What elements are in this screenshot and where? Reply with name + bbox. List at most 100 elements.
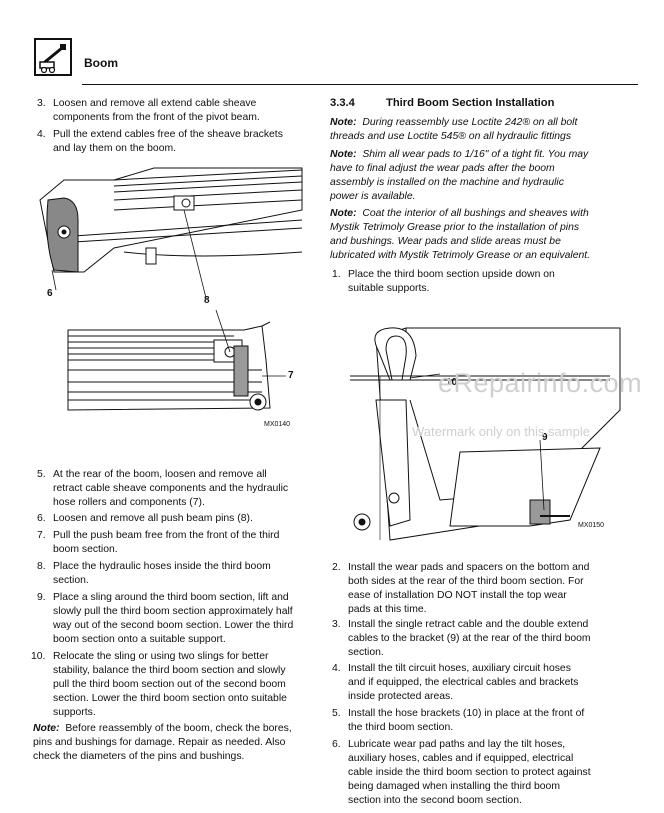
- step-number: 4.: [37, 129, 46, 140]
- note-label: Note:: [330, 149, 357, 160]
- note-line: lubricated with Mystik Tetrimoly Grease …: [330, 250, 591, 261]
- step-line: components from the front of the pivot b…: [53, 112, 260, 123]
- step-line: boom section.: [53, 544, 118, 555]
- step-number: 7.: [37, 530, 46, 541]
- note-line: pins and bushings for damage. Repair as …: [33, 737, 286, 748]
- callout-7: 7: [288, 370, 294, 381]
- note-line: Mystik Tetrimoly Grease prior to the ins…: [330, 222, 580, 233]
- step-number: 8.: [37, 561, 46, 572]
- callout-10: 10: [446, 377, 458, 388]
- right-step-1: 1. Place the third boom section upside d…: [332, 268, 632, 294]
- note-line: assembly is installed on the machine and…: [330, 177, 564, 188]
- step-number: 9.: [37, 592, 46, 603]
- third-boom-figure: [330, 320, 650, 555]
- step-line: Place a sling around the third boom sect…: [53, 592, 289, 603]
- step-line: hose rollers and components (7).: [53, 497, 205, 508]
- step-line: Place the hydraulic hoses inside the thi…: [53, 561, 271, 572]
- section-title: Third Boom Section Installation: [386, 97, 555, 109]
- step-line: Install the wear pads and spacers on the…: [348, 562, 590, 573]
- right-step-6: 6. Lubricate wear pad paths and lay the …: [332, 738, 632, 806]
- left-step-6: 6. Loosen and remove all push beam pins …: [37, 512, 327, 526]
- boom-rear-figure: [34, 160, 334, 445]
- step-line: Place the third boom section upside down…: [348, 269, 555, 280]
- right-note-3: Note: Coat the interior of all bushings …: [330, 207, 630, 263]
- right-note-2: Note: Shim all wear pads to 1/16" of a t…: [330, 148, 630, 204]
- watermark-main: eRepairinfo.com: [438, 368, 643, 398]
- step-number: 5.: [37, 469, 46, 480]
- step-line: suitable supports.: [348, 283, 430, 294]
- step-line: Install the single retract cable and the…: [348, 619, 589, 630]
- step-line: Relocate the sling or using two slings f…: [53, 651, 269, 662]
- step-number: 6.: [332, 739, 341, 750]
- right-step-5: 5. Install the hose brackets (10) in pla…: [332, 707, 632, 733]
- note-line: check the diameters of the pins and bush…: [33, 751, 245, 762]
- step-line: Install the tilt circuit hoses, auxiliar…: [348, 663, 571, 674]
- page-title: Boom: [84, 56, 118, 70]
- left-step-10: 10. Relocate the sling or using two slin…: [31, 650, 327, 718]
- left-note: Note: Before reassembly of the boom, che…: [33, 722, 333, 764]
- step-line: Lubricate wear pad paths and lay the til…: [348, 739, 566, 750]
- step-number: 5.: [332, 708, 341, 719]
- note-line: Shim all wear pads to 1/16" of a tight f…: [362, 149, 589, 160]
- step-line: section.: [53, 575, 89, 586]
- figure-code: MX0140: [264, 421, 291, 428]
- step-line: At the rear of the boom, loosen and remo…: [53, 469, 267, 480]
- step-line: section into the second boom section.: [348, 795, 522, 806]
- step-line: slowly pull the third boom section appro…: [53, 606, 293, 617]
- step-line: being damaged when installing the third …: [348, 781, 560, 792]
- callout-8: 8: [204, 295, 210, 306]
- step-line: stability, balance the third boom sectio…: [53, 665, 286, 676]
- step-line: retract cable sheave components and the …: [53, 483, 289, 494]
- step-number: 1.: [332, 269, 341, 280]
- step-line: cable inside the third boom section to p…: [348, 767, 591, 778]
- right-step-4: 4. Install the tilt circuit hoses, auxil…: [332, 662, 632, 702]
- note-line: power is available.: [330, 191, 416, 202]
- step-line: Loosen and remove all push beam pins (8)…: [53, 513, 253, 524]
- step-line: pull the third boom section out of the s…: [53, 679, 286, 690]
- step-number: 3.: [37, 98, 46, 109]
- step-line: cables to the bracket (9) at the rear of…: [348, 633, 591, 644]
- right-step-2: 2. Install the wear pads and spacers on …: [332, 561, 632, 615]
- boom-lift-icon: [34, 38, 72, 76]
- header-rule: [82, 84, 638, 85]
- step-line: the third boom section.: [348, 722, 454, 733]
- note-line: During reassembly use Loctite 242® on al…: [362, 117, 578, 128]
- callout-9: 9: [542, 432, 548, 443]
- step-line: section.: [348, 647, 384, 658]
- note-line: and bushings. Wear pads and slide areas …: [330, 236, 561, 247]
- watermark-sub: Watermark only on this sample: [412, 424, 590, 439]
- step-number: 4.: [332, 663, 341, 674]
- step-line: Pull the extend cables free of the sheav…: [53, 129, 283, 140]
- right-step-3: 3. Install the single retract cable and …: [332, 618, 632, 658]
- left-step-5: 5. At the rear of the boom, loosen and r…: [37, 468, 327, 508]
- step-line: Install the hose brackets (10) in place …: [348, 708, 585, 719]
- left-step-9: 9. Place a sling around the third boom s…: [37, 591, 327, 645]
- left-step-3: 3. Loosen and remove all extend cable sh…: [37, 97, 327, 123]
- figure-code: MX0150: [578, 522, 605, 529]
- note-label: Note:: [330, 117, 357, 128]
- step-line: ease of installation DO NOT install the …: [348, 590, 567, 601]
- section-number: 3.3.4: [330, 97, 355, 109]
- left-step-8: 8. Place the hydraulic hoses inside the …: [37, 560, 327, 586]
- note-line: have to final adjust the wear pads after…: [330, 163, 555, 174]
- step-line: inside protected areas.: [348, 691, 454, 702]
- left-step-7: 7. Pull the push beam free from the fron…: [37, 529, 327, 555]
- step-line: supports.: [53, 707, 96, 718]
- step-line: both sides at the rear of the third boom…: [348, 576, 584, 587]
- step-number: 6.: [37, 513, 46, 524]
- note-label: Note:: [330, 208, 357, 219]
- note-line: Before reassembly of the boom, check the…: [65, 723, 292, 734]
- step-line: auxiliary hoses, cables and if equipped,…: [348, 753, 574, 764]
- step-number: 3.: [332, 619, 341, 630]
- step-line: Pull the push beam free from the front o…: [53, 530, 280, 541]
- callout-6: 6: [47, 288, 53, 299]
- step-line: way out of the second boom section. Lowe…: [53, 620, 294, 631]
- step-number: 10.: [31, 651, 46, 662]
- note-label: Note:: [33, 723, 60, 734]
- left-step-4: 4. Pull the extend cables free of the sh…: [37, 128, 327, 154]
- step-line: and lay them on the boom.: [53, 143, 177, 154]
- right-note-1: Note: During reassembly use Loctite 242®…: [330, 116, 630, 144]
- step-line: boom section onto a suitable support.: [53, 634, 226, 645]
- step-line: section. Lower the third boom section on…: [53, 693, 287, 704]
- step-line: Loosen and remove all extend cable sheav…: [53, 98, 257, 109]
